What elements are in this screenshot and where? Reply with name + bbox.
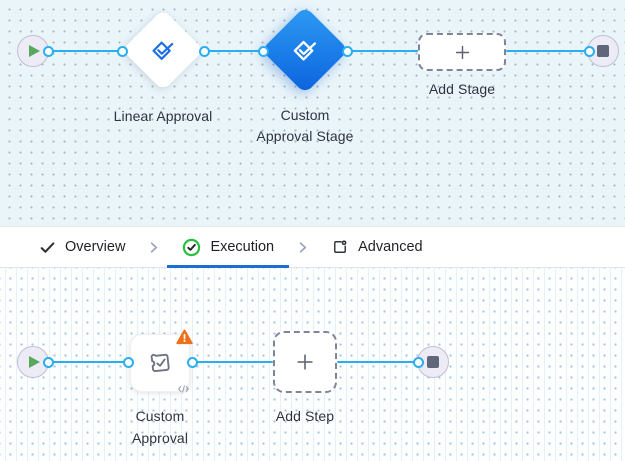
- approval-stamp-icon: [150, 353, 170, 373]
- tab-label: Advanced: [358, 239, 423, 255]
- tab-execution[interactable]: Execution: [167, 227, 289, 268]
- edge: [48, 49, 122, 53]
- step-canvas[interactable]: Custom Approval Add Step: [0, 268, 625, 461]
- check-icon: [40, 241, 55, 253]
- connector-port[interactable]: [186, 356, 198, 368]
- plus-icon: [297, 354, 313, 370]
- stop-icon: [427, 356, 439, 368]
- stage-label-linear-approval: Linear Approval: [113, 108, 213, 124]
- play-icon: [29, 45, 40, 57]
- play-icon: [29, 356, 40, 368]
- approval-stage-icon: [150, 37, 177, 64]
- add-stage-button[interactable]: [418, 33, 506, 71]
- edge: [347, 49, 419, 53]
- tab-overview[interactable]: Overview: [24, 227, 140, 267]
- connector-port[interactable]: [341, 45, 353, 57]
- connector-port[interactable]: [257, 45, 269, 57]
- tab-label: Execution: [210, 239, 275, 255]
- tab-label: Overview: [65, 239, 126, 255]
- edge: [204, 49, 263, 53]
- edge: [506, 49, 590, 53]
- tab-advanced[interactable]: Advanced: [316, 227, 438, 267]
- step-label-line2: Approval: [131, 430, 189, 446]
- connector-port[interactable]: [42, 356, 54, 368]
- chevron-right-icon: [289, 227, 316, 267]
- connector-port[interactable]: [122, 356, 134, 368]
- edge: [192, 360, 273, 364]
- check-circle-icon: [183, 238, 201, 256]
- chevron-right-icon: [140, 227, 167, 267]
- workflow-tab-bar: Overview Execution Advanced: [0, 226, 625, 268]
- connector-port[interactable]: [116, 45, 128, 57]
- stop-icon: [597, 45, 609, 57]
- stage-node-custom-approval-stage-selected[interactable]: [261, 6, 349, 94]
- step-label-line1: Custom: [135, 408, 185, 424]
- stage-label-line1: Custom: [280, 107, 330, 123]
- approval-stage-icon: [291, 36, 320, 65]
- add-stage-label: Add Stage: [428, 81, 496, 97]
- edge: [48, 360, 128, 364]
- stage-label-line2: Approval Stage: [256, 128, 354, 144]
- connector-port[interactable]: [198, 45, 210, 57]
- edge: [337, 360, 418, 364]
- advanced-settings-icon: [334, 240, 347, 253]
- connector-port[interactable]: [42, 45, 54, 57]
- warning-icon[interactable]: [176, 329, 193, 345]
- stage-label-custom-approval-stage: Custom Approval Stage: [235, 105, 375, 147]
- add-step-button[interactable]: [273, 331, 337, 393]
- step-label-custom-approval: Custom Approval: [100, 405, 220, 449]
- connector-port[interactable]: [412, 356, 424, 368]
- stage-node-linear-approval[interactable]: [121, 8, 205, 92]
- plus-icon: [455, 45, 469, 59]
- connector-port[interactable]: [583, 45, 595, 57]
- add-step-label: Add Step: [275, 408, 335, 424]
- code-icon: [177, 381, 190, 393]
- stage-canvas[interactable]: Linear Approval Custom Approval Stage Ad…: [0, 0, 625, 226]
